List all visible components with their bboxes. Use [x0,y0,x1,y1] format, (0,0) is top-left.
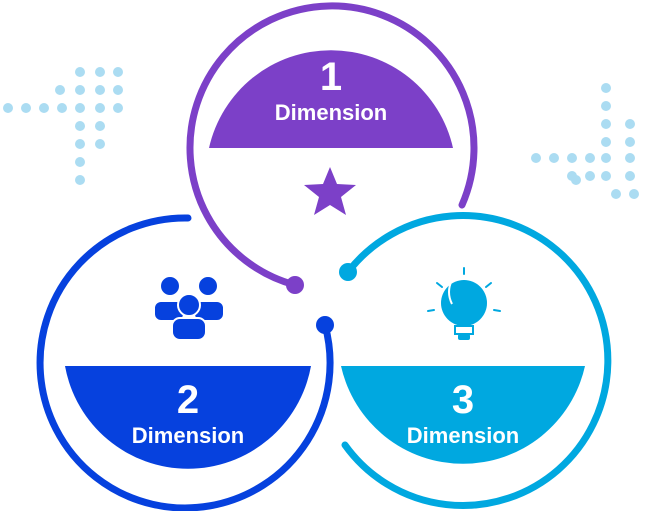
cyan-ring-end-dot [339,263,357,281]
dimension-3: 3 Dimension [339,212,612,510]
decorative-dot [601,171,611,181]
decorative-dot [3,103,13,113]
decorative-dot [75,175,85,185]
decorative-dot [571,175,581,185]
decorative-dot [601,101,611,111]
people-icon [153,275,225,341]
cyan-ring [341,212,612,510]
purple-dome [209,50,453,148]
decorative-dot [75,157,85,167]
decorative-dot [39,103,49,113]
decorative-dot [113,103,123,113]
dimension-2: 2 Dimension [36,214,334,511]
decorative-dot [601,137,611,147]
purple-ring [186,2,478,289]
dimension-3-number: 3 [452,378,474,422]
decorative-dot [75,121,85,131]
decorative-dot [585,153,595,163]
decorative-dot [95,121,105,131]
decorative-dot [113,85,123,95]
dimension-1-number: 1 [320,55,342,99]
decorative-dot [625,137,635,147]
decorative-dot [601,119,611,129]
decorative-dot [629,189,639,199]
decorative-dot [95,139,105,149]
decorative-dot [55,85,65,95]
decorative-dot [625,119,635,129]
dimension-2-number: 2 [177,378,199,422]
decorative-dot [113,67,123,77]
decorative-dot [57,103,67,113]
decorative-dot [75,67,85,77]
blue-ring [36,214,334,511]
decorative-dots [3,67,639,199]
purple-ring-end-dot [286,276,304,294]
decorative-dot [531,153,541,163]
dimension-1-label: Dimension [275,100,387,125]
star-icon [304,167,356,215]
decorative-dot [549,153,559,163]
decorative-dot [625,171,635,181]
decorative-dot [95,85,105,95]
decorative-dot [611,189,621,199]
blue-bowl [65,366,311,469]
decorative-dot [21,103,31,113]
decorative-dot [585,171,595,181]
decorative-dot [75,85,85,95]
cyan-bowl [341,366,585,464]
lightbulb-icon [427,267,501,340]
decorative-dot [567,153,577,163]
decorative-dot [601,153,611,163]
dimension-1: 1 Dimension [186,2,478,294]
dimension-2-label: Dimension [132,423,244,448]
decorative-dot [75,103,85,113]
decorative-dot [95,103,105,113]
blue-ring-end-dot [316,316,334,334]
decorative-dot [625,153,635,163]
dimension-3-label: Dimension [407,423,519,448]
decorative-dot [95,67,105,77]
decorative-dot [75,139,85,149]
decorative-dot [601,83,611,93]
